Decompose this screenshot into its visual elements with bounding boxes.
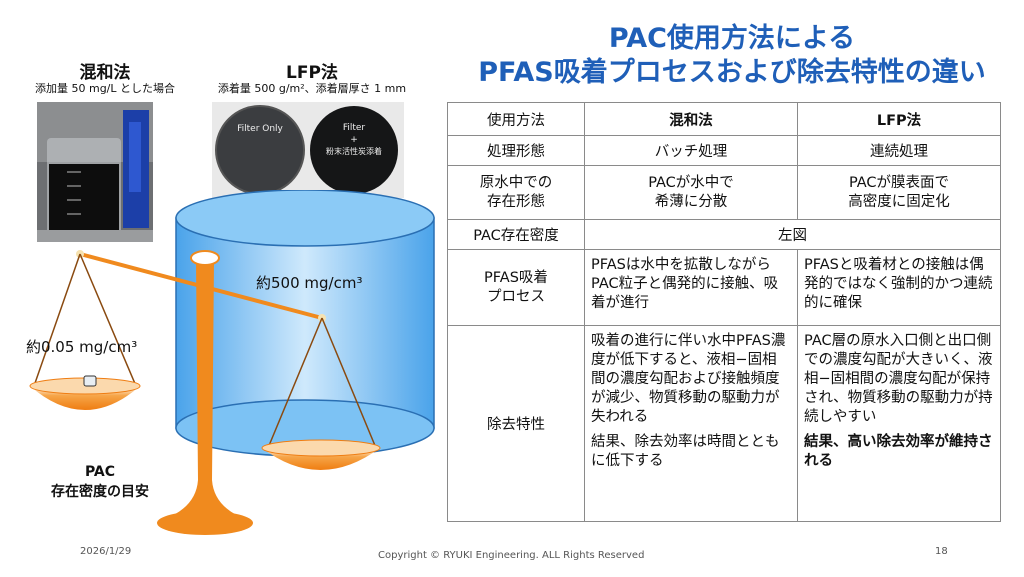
cell-mix-state: PACが水中で 希薄に分散 xyxy=(584,165,798,220)
density-low-label: 約0.05 mg/cm³ xyxy=(26,338,138,356)
cell-lfp-state: PACが膜表面で 高密度に固定化 xyxy=(797,165,1001,220)
table-row: 原水中での 存在形態 PACが水中で 希薄に分散 PACが膜表面で 高密度に固定… xyxy=(447,165,1001,220)
density-high-label: 約500 mg/cm³ xyxy=(256,274,363,292)
pac-caption-line-2: 存在密度の目安 xyxy=(51,484,149,500)
mix-removal-para-2: 結果、除去効率は時間とともに低下する xyxy=(591,434,780,469)
density-balance-illustration xyxy=(29,190,435,535)
filter-plus-label: Filter + 粉末活性炭添着 xyxy=(308,122,400,158)
footer-date: 2026/1/29 xyxy=(80,546,132,557)
footer-copyright: Copyright © RYUKI Engineering. ALL Right… xyxy=(378,550,645,561)
table-row: 除去特性 吸着の進行に伴い水中PFAS濃度が低下すると、液相−固相間の濃度勾配お… xyxy=(447,325,1001,522)
cell-mix-adsorption: PFASは水中を拡散しながらPAC粒子と偶発的に接触、吸着が進行 xyxy=(584,249,798,326)
header-method: 使用方法 xyxy=(447,102,585,136)
footer-page-number: 18 xyxy=(935,546,948,557)
table-header-row: 使用方法 混和法 LFP法 xyxy=(447,102,1001,136)
mix-method-title: 混和法 xyxy=(79,63,131,83)
filter-photo: Filter Only Filter + 粉末活性炭添着 xyxy=(212,102,404,198)
cell-mix-process: バッチ処理 xyxy=(584,135,798,166)
filter-plus-line-2: + xyxy=(350,135,358,145)
pac-caption-line-1: PAC xyxy=(84,464,116,480)
comparison-table: 使用方法 混和法 LFP法 処理形態 バッチ処理 連続処理 原水中での 存在形態… xyxy=(447,102,1001,522)
title-line-2: PFAS吸着プロセスおよび除去特性の違い xyxy=(478,57,986,88)
row-label-state: 原水中での 存在形態 xyxy=(447,165,585,220)
lfp-method-subtitle: 添着量 500 g/m²、添着層厚さ 1 mm xyxy=(217,82,407,95)
row-label-density: PAC存在密度 xyxy=(447,219,585,250)
row-label-process: 処理形態 xyxy=(447,135,585,166)
table-row: PAC存在密度 左図 xyxy=(447,219,1001,250)
beaker-photo xyxy=(37,102,153,242)
filter-discs xyxy=(215,105,398,195)
lfp-removal-para-2: 結果、高い除去効率が維持される xyxy=(804,434,993,469)
balance-beam xyxy=(79,252,323,320)
balance-stand xyxy=(157,250,253,535)
filter-only-label: Filter Only xyxy=(237,124,283,134)
filter-plus-line-3: 粉末活性炭添着 xyxy=(326,147,382,156)
table-row: 処理形態 バッチ処理 連続処理 xyxy=(447,135,1001,166)
header-lfp: LFP法 xyxy=(797,102,1001,136)
left-pan xyxy=(29,253,141,410)
slide-title: PAC使用方法による PFAS吸着プロセスおよび除去特性の違い xyxy=(440,22,1024,90)
row-label-adsorption: PFAS吸着 プロセス xyxy=(447,249,585,326)
table-row: PFAS吸着 プロセス PFASは水中を拡散しながらPAC粒子と偶発的に接触、吸… xyxy=(447,249,1001,326)
lfp-cylinder xyxy=(175,190,435,457)
cell-density-merged: 左図 xyxy=(584,219,1001,250)
pac-density-caption: PAC 存在密度の目安 xyxy=(40,462,160,502)
right-pan xyxy=(261,317,381,470)
filter-plus-line-1: Filter xyxy=(342,123,366,133)
lfp-removal-para-1: PAC層の原水入口側と出口側での濃度勾配が大きいく、液相−固相間の濃度勾配が保持… xyxy=(804,333,993,425)
cell-lfp-process: 連続処理 xyxy=(797,135,1001,166)
cell-mix-removal: 吸着の進行に伴い水中PFAS濃度が低下すると、液相−固相間の濃度勾配および接触頻… xyxy=(584,325,798,522)
mix-removal-para-1: 吸着の進行に伴い水中PFAS濃度が低下すると、液相−固相間の濃度勾配および接触頻… xyxy=(591,333,786,425)
cell-lfp-removal: PAC層の原水入口側と出口側での濃度勾配が大きいく、液相−固相間の濃度勾配が保持… xyxy=(797,325,1001,522)
beaker-photo-image xyxy=(37,102,153,242)
title-line-1: PAC使用方法による xyxy=(608,23,856,54)
cell-lfp-adsorption: PFASと吸着材との接触は偶発的ではなく強制的かつ連続的に確保 xyxy=(797,249,1001,326)
mix-method-subtitle: 添加量 50 mg/L とした場合 xyxy=(34,82,176,95)
lfp-method-title: LFP法 xyxy=(286,63,338,83)
row-label-removal: 除去特性 xyxy=(447,325,585,522)
header-mix: 混和法 xyxy=(584,102,798,136)
